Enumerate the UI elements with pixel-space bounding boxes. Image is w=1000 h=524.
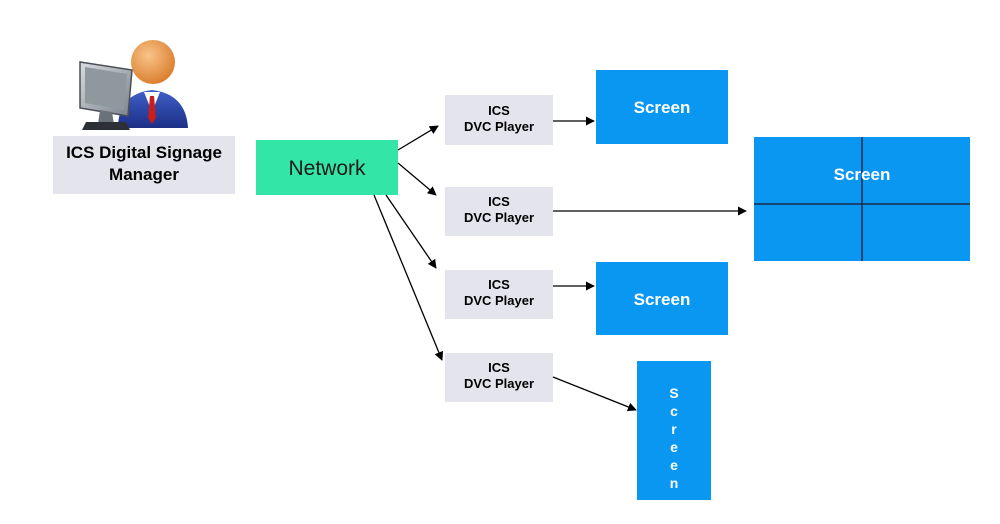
- screen-label-letter: e: [670, 457, 678, 473]
- manager-label-line2: Manager: [109, 165, 179, 184]
- player-label-line2: DVC Player: [464, 376, 534, 391]
- player-box: ICS DVC Player: [445, 353, 553, 402]
- arrow-player-4-screen: [552, 376, 637, 412]
- player-label-line1: ICS: [488, 103, 510, 118]
- arrow-network-player-3: [385, 194, 437, 269]
- screen-label: Screen: [834, 165, 891, 184]
- computer-user-icon: [79, 40, 188, 130]
- player-label-line1: ICS: [488, 277, 510, 292]
- screen-box: Screen: [596, 262, 728, 335]
- screen-label-letter: e: [670, 439, 678, 455]
- screen-video-wall: Screen: [754, 137, 970, 261]
- network-arrows: [373, 125, 444, 361]
- arrow-network-player-2: [397, 162, 437, 196]
- arrow-network-player-4: [373, 194, 444, 361]
- player-label-line1: ICS: [488, 360, 510, 375]
- person-tie: [148, 96, 156, 124]
- screen-box: Screen: [596, 70, 728, 144]
- player-box: ICS DVC Player: [445, 270, 553, 319]
- person-head: [131, 40, 175, 84]
- player-label-line2: DVC Player: [464, 119, 534, 134]
- screen-label-letter: n: [670, 475, 679, 491]
- screen-label-vertical: Screen: [669, 385, 678, 491]
- player-box: ICS DVC Player: [445, 187, 553, 236]
- network-label: Network: [288, 157, 366, 180]
- player-arrows: [552, 116, 747, 412]
- screen-label: Screen: [634, 98, 691, 117]
- player-label-line2: DVC Player: [464, 293, 534, 308]
- manager-box: ICS Digital Signage Manager: [53, 136, 235, 194]
- monitor-icon: [79, 61, 133, 130]
- manager-label-line1: ICS Digital Signage: [66, 143, 222, 162]
- player-box: ICS DVC Player: [445, 95, 553, 145]
- network-box: Network: [256, 140, 398, 195]
- screen-portrait: Screen: [637, 361, 711, 500]
- player-label-line1: ICS: [488, 194, 510, 209]
- screen-label-letter: c: [670, 403, 678, 419]
- screen-label-letter: S: [669, 385, 678, 401]
- screen-label: Screen: [634, 290, 691, 309]
- screen-label-letter: r: [671, 421, 677, 437]
- arrow-network-player-1: [397, 125, 439, 151]
- player-label-line2: DVC Player: [464, 210, 534, 225]
